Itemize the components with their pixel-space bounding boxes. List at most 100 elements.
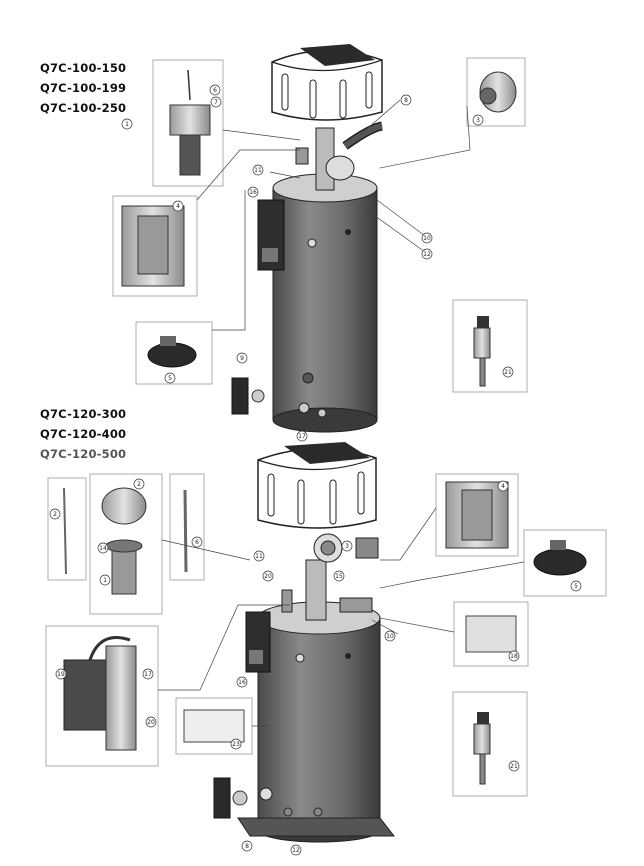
detail-box-sensor [169,473,205,581]
callout-number: 20 [264,573,272,580]
callout-top-7: 16 [247,186,259,198]
callout-number: 3 [345,543,349,550]
callout-circle [253,550,265,562]
top-cover [257,442,377,529]
callout-number: 16 [238,679,246,686]
model-label: Q7C-120-400 [40,427,127,441]
callout-top-13: 21 [502,366,514,378]
callout-top-9: 12 [421,248,433,260]
detail-box-filter [453,601,529,667]
callout-top-8: 10 [421,232,433,244]
callout-bottom-0: 2 [49,508,61,520]
callout-number: 2 [137,481,141,488]
callout-number: 3 [476,117,480,124]
callout-top-10: 5 [164,372,176,384]
detail-box-control-module [45,625,159,767]
detail-box-thermostat [112,195,198,297]
callout-number: 15 [335,573,343,580]
detail-box-pressure-switch [523,529,607,597]
callout-number: 5 [168,375,172,382]
callout-circle [241,840,253,852]
callout-number: 10 [386,633,394,640]
callout-circle [133,478,145,490]
callout-number: 1 [125,121,129,128]
callout-circle [49,508,61,520]
callout-bottom-1: 2 [133,478,145,490]
callout-number: 17 [298,433,306,440]
callout-number: 19 [57,671,65,678]
callout-number: 20 [147,719,155,726]
callout-circle [421,232,433,244]
callout-number: 14 [99,545,107,552]
callout-number: 6 [213,87,217,94]
callout-circle [421,248,433,260]
callout-number: 12 [423,251,431,258]
callout-number: 4 [501,483,505,490]
callout-bottom-20: 12 [290,844,302,856]
callout-top-3: 8 [400,94,412,106]
callout-number: 6 [195,539,199,546]
access-panel [231,377,265,415]
callout-number: 21 [510,763,518,770]
callout-number: 21 [504,369,512,376]
top-model-list: Q7C-100-150 Q7C-100-199 Q7C-100-250 [40,58,126,118]
callout-circle [210,96,222,108]
callout-number: 4 [176,203,180,210]
callout-bottom-4: 1 [99,574,111,586]
callout-number: 5 [574,583,578,590]
tank-stand [237,817,396,837]
callout-circle [400,94,412,106]
detail-box-burner [152,59,224,187]
callout-circle [508,650,520,662]
callout-bottom-7: 20 [262,570,274,582]
callout-top-6: 11 [252,164,264,176]
callout-circle [290,844,302,856]
model-label: Q7C-120-500 [40,447,127,461]
callout-number: 23 [232,741,240,748]
callout-circle [55,668,67,680]
callout-bottom-8: 3 [341,540,353,552]
callout-circle [145,716,157,728]
callout-circle [508,760,520,772]
gas-control-valve [245,611,271,673]
callout-circle [502,366,514,378]
callout-bottom-2: 14 [97,542,109,554]
callout-bottom-15: 20 [145,716,157,728]
detail-box-igniter [47,477,87,581]
callout-circle [230,738,242,750]
callout-number: 10 [423,235,431,242]
callout-number: 11 [254,167,262,174]
callout-circle [384,630,396,642]
callout-circle [570,580,582,592]
callout-top-1: 6 [209,84,221,96]
callout-circle [172,200,184,212]
callout-number: 8 [245,843,249,850]
callout-circle [497,480,509,492]
flue-assembly [295,121,384,191]
callout-bottom-18: 21 [508,760,520,772]
callout-circle [164,372,176,384]
model-label: Q7C-100-150 [40,61,127,75]
callout-number: 18 [510,653,518,660]
callout-bottom-6: 11 [253,550,265,562]
callout-top-11: 9 [236,352,248,364]
top-cover [271,44,383,121]
callout-bottom-9: 15 [333,570,345,582]
water-heater-tank [272,173,378,433]
callout-bottom-3: 6 [191,536,203,548]
model-label: Q7C-100-199 [40,81,127,95]
callout-circle [209,84,221,96]
leader-lines-bottom [158,507,525,727]
model-label: Q7C-100-250 [40,101,127,115]
callout-circle [236,352,248,364]
callout-circle [247,186,259,198]
gas-control-valve [257,199,285,271]
callout-number: 12 [292,847,300,854]
callout-circle [236,676,248,688]
callout-number: 9 [240,355,244,362]
water-heater-tank [257,601,381,843]
model-label: Q7C-120-300 [40,407,127,421]
detail-box-burner [89,473,163,615]
callout-number: 16 [249,189,257,196]
